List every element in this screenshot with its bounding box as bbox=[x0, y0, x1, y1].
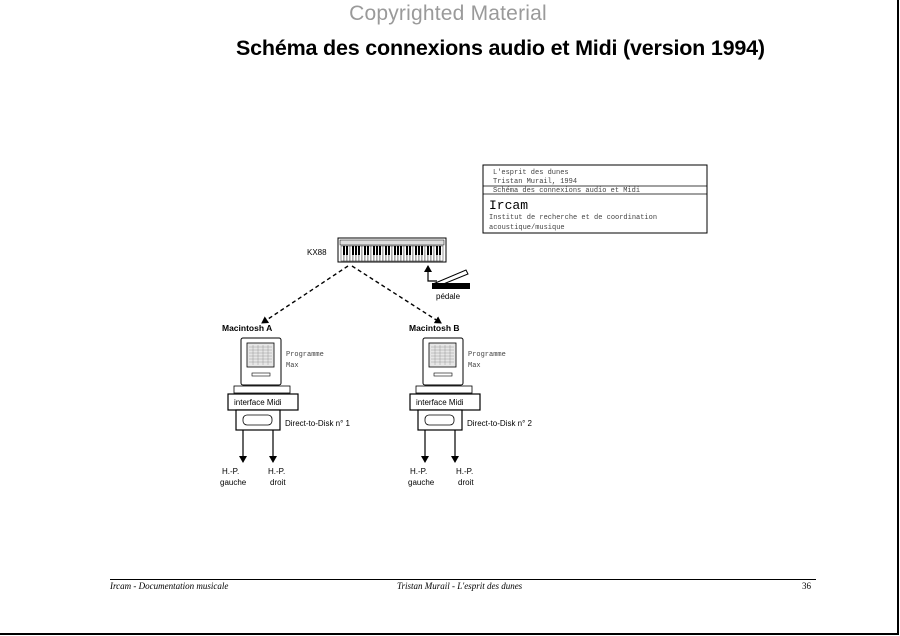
keyboard-label: KX88 bbox=[307, 248, 327, 257]
mac-b-program-l1: Programme bbox=[468, 351, 506, 359]
mac-a-disk-icon bbox=[242, 414, 273, 426]
keyboard-black-key bbox=[379, 246, 381, 255]
mac-b-disk-icon bbox=[424, 414, 455, 426]
keyboard-black-key bbox=[364, 246, 366, 255]
mac-b-label: Macintosh B bbox=[409, 323, 460, 333]
footer-left: Ircam - Documentation musicale bbox=[110, 581, 229, 591]
keyboard-black-key bbox=[406, 246, 408, 255]
midi-link-a bbox=[261, 265, 349, 324]
keyboard-black-key bbox=[358, 246, 360, 255]
info-org: Ircam bbox=[489, 198, 528, 213]
mac-a-program-l2: Max bbox=[286, 362, 299, 370]
mac-a-left-l2: gauche bbox=[220, 478, 247, 487]
keyboard-black-key bbox=[397, 246, 399, 255]
mac-b-left-l1: H.-P. bbox=[410, 467, 427, 476]
mac-a-left-l1: H.-P. bbox=[222, 467, 239, 476]
info-box: L'esprit des dunes Tristan Murail, 1994 … bbox=[482, 164, 708, 234]
keyboard-black-key bbox=[367, 246, 369, 255]
midi-link-b bbox=[351, 265, 442, 324]
mac-b-left-l2: gauche bbox=[408, 478, 435, 487]
pedal-arrow bbox=[424, 265, 437, 282]
page-title: Schéma des connexions audio et Midi (ver… bbox=[236, 36, 765, 60]
mac-a-right-l2: droit bbox=[270, 478, 286, 487]
macintosh-b: Macintosh B Programme Max interface Midi… bbox=[408, 323, 533, 487]
keyboard-black-key bbox=[436, 246, 438, 255]
keyboard-black-key bbox=[400, 246, 402, 255]
mac-b-interface-label: interface Midi bbox=[416, 398, 464, 407]
watermark: Copyrighted Material bbox=[349, 2, 547, 25]
footer-page-number: 36 bbox=[802, 581, 811, 591]
keyboard-black-key bbox=[415, 246, 417, 255]
mac-b-right-l2: droit bbox=[458, 478, 474, 487]
keyboard-black-key bbox=[352, 246, 354, 255]
mac-a-label: Macintosh A bbox=[222, 323, 272, 333]
keyboard-black-key bbox=[388, 246, 390, 255]
mac-b-right-l1: H.-P. bbox=[456, 467, 473, 476]
mac-b-computer-icon bbox=[415, 337, 473, 394]
pedal-label: pédale bbox=[436, 292, 461, 301]
keyboard-black-key bbox=[394, 246, 396, 255]
info-org-desc2: acoustique/musique bbox=[489, 224, 565, 232]
mac-b-program-l2: Max bbox=[468, 362, 481, 370]
mac-b-disk-label: Direct-to-Disk n° 2 bbox=[467, 419, 533, 428]
mac-a-disk-label: Direct-to-Disk n° 1 bbox=[285, 419, 351, 428]
info-schema-title: Schéma des connexions audio et Midi bbox=[493, 187, 640, 195]
info-piece-title: L'esprit des dunes bbox=[493, 169, 569, 177]
keyboard-black-key bbox=[376, 246, 378, 255]
keyboard-black-key bbox=[430, 246, 432, 255]
info-composer: Tristan Murail, 1994 bbox=[493, 178, 577, 186]
mac-a-right-l1: H.-P. bbox=[268, 467, 285, 476]
info-org-desc1: Institut de recherche et de coordination bbox=[489, 214, 657, 222]
keyboard-icon bbox=[337, 237, 447, 263]
mac-a-program-l1: Programme bbox=[286, 351, 324, 359]
keyboard-black-key bbox=[355, 246, 357, 255]
keyboard-black-key bbox=[427, 246, 429, 255]
keyboard-black-key bbox=[343, 246, 345, 255]
keyboard-black-key bbox=[346, 246, 348, 255]
keyboard-black-key bbox=[418, 246, 420, 255]
keyboard-black-key bbox=[409, 246, 411, 255]
mac-a-interface-label: interface Midi bbox=[234, 398, 282, 407]
mac-a-computer-icon bbox=[233, 337, 291, 394]
footer-center: Tristan Murail - L'esprit des dunes bbox=[397, 581, 523, 591]
macintosh-a: Macintosh A Programme Max interface Midi… bbox=[220, 323, 351, 487]
keyboard-black-key bbox=[421, 246, 423, 255]
footer-rule bbox=[110, 579, 816, 580]
keyboard-black-key bbox=[385, 246, 387, 255]
keyboard-black-key bbox=[373, 246, 375, 255]
pedal-icon bbox=[432, 269, 470, 289]
keyboard-black-key bbox=[439, 246, 441, 255]
